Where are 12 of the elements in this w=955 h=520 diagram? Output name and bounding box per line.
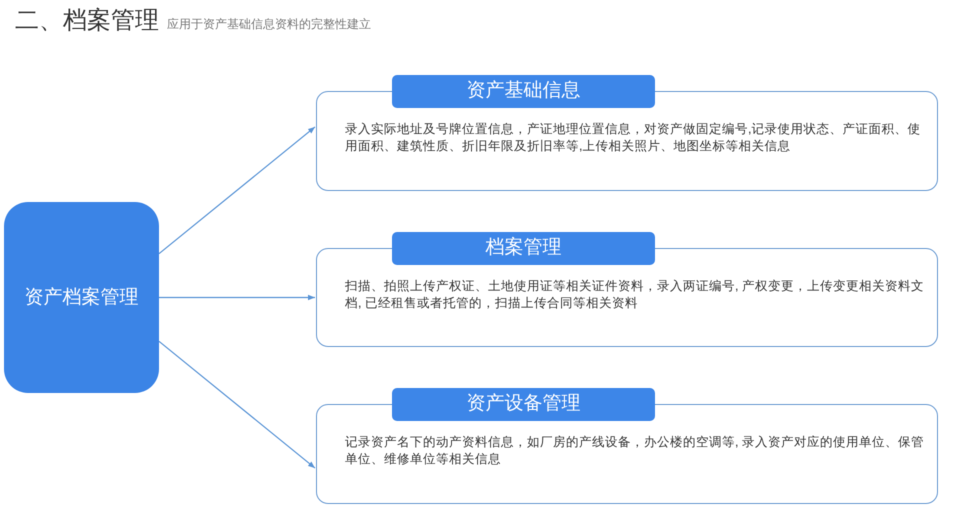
card-text: 录入实际地址及号牌位置信息，产证地理位置信息，对资产做固定编号,记录使用状态、产证面积、使用面积、建筑性质、折旧年限及折旧率等,上传相关照片、地图坐标等相关信息	[345, 121, 922, 155]
page-title: 二、档案管理	[15, 6, 159, 36]
card-header: 资产设备管理	[392, 388, 655, 421]
process-box: 资产档案管理	[4, 202, 159, 393]
card-text: 扫描、拍照上传产权证、土地使用证等相关证件资料，录入两证编号, 产权变更，上传变更相关资料文档, 已经租售或者托管的，扫描上传合同等相关资料	[345, 278, 925, 312]
subtitle: 应用于资产基础信息资料的完整性建立	[167, 16, 371, 32]
arrow	[158, 126, 316, 254]
arrow	[159, 294, 315, 300]
card-header: 资产基础信息	[392, 75, 655, 108]
card-text: 记录资产名下的动产资料信息，如厂房的产线设备，办公楼的空调等, 录入资产对应的使用单位、保管单位、维修单位等相关信息	[345, 434, 925, 468]
card-header: 档案管理	[392, 232, 655, 265]
arrow	[158, 340, 316, 469]
